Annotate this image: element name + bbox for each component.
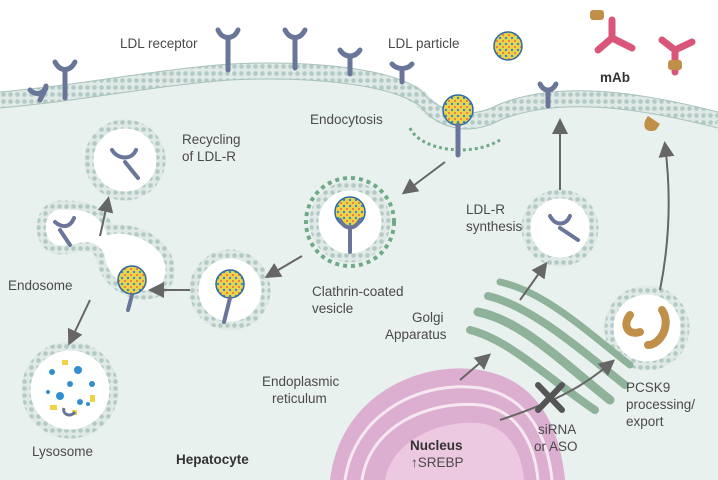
ldlr-synthesis-vesicle <box>521 189 599 267</box>
label-clathrin-2: vesicle <box>312 301 353 316</box>
label-ldlr-synthesis-2: synthesis <box>466 219 523 234</box>
cell-membrane <box>0 63 718 129</box>
label-er-2: reticulum <box>272 391 327 406</box>
label-ldl-particle: LDL particle <box>388 36 460 51</box>
label-nucleus: Nucleus <box>410 438 463 453</box>
label-recycling-1: Recycling <box>182 132 241 147</box>
label-pcsk9-3: export <box>626 414 664 429</box>
clathrin-coated-vesicle <box>304 176 396 268</box>
label-mab: mAb <box>600 70 630 85</box>
label-recycling-2: of LDL-R <box>182 149 236 164</box>
label-sirna-2: or ASO <box>534 439 578 454</box>
endosome <box>36 200 175 312</box>
ldl-particle-free <box>493 31 523 61</box>
sirna-block-icon <box>535 382 565 413</box>
label-golgi-1: Golgi <box>412 310 444 325</box>
label-lysosome: Lysosome <box>32 444 93 459</box>
pcsk9-vesicle <box>604 285 690 371</box>
label-pcsk9-2: processing/ <box>626 397 695 412</box>
label-er-1: Endoplasmic <box>262 374 340 389</box>
transport-vesicle <box>189 249 271 331</box>
label-pcsk9-1: PCSK9 <box>626 380 670 395</box>
nucleus <box>330 368 565 480</box>
label-endosome: Endosome <box>8 278 73 293</box>
label-clathrin-1: Clathrin-coated <box>312 284 404 299</box>
label-endocytosis: Endocytosis <box>310 112 383 127</box>
label-hepatocyte: Hepatocyte <box>176 452 249 467</box>
label-sirna-1: siRNA <box>538 422 576 437</box>
endocytosis-pit <box>408 94 501 158</box>
recycling-vesicle <box>84 119 166 201</box>
surface-ldl-receptors <box>27 27 559 109</box>
label-ldlr-synthesis-1: LDL-R <box>466 202 505 217</box>
label-srebp: ↑SREBP <box>411 455 464 470</box>
label-golgi-2: Apparatus <box>385 327 447 342</box>
lysosome <box>21 341 119 439</box>
label-ldl-receptor: LDL receptor <box>120 36 198 51</box>
cytoplasm <box>0 71 718 480</box>
pathway-arrows <box>67 118 675 421</box>
